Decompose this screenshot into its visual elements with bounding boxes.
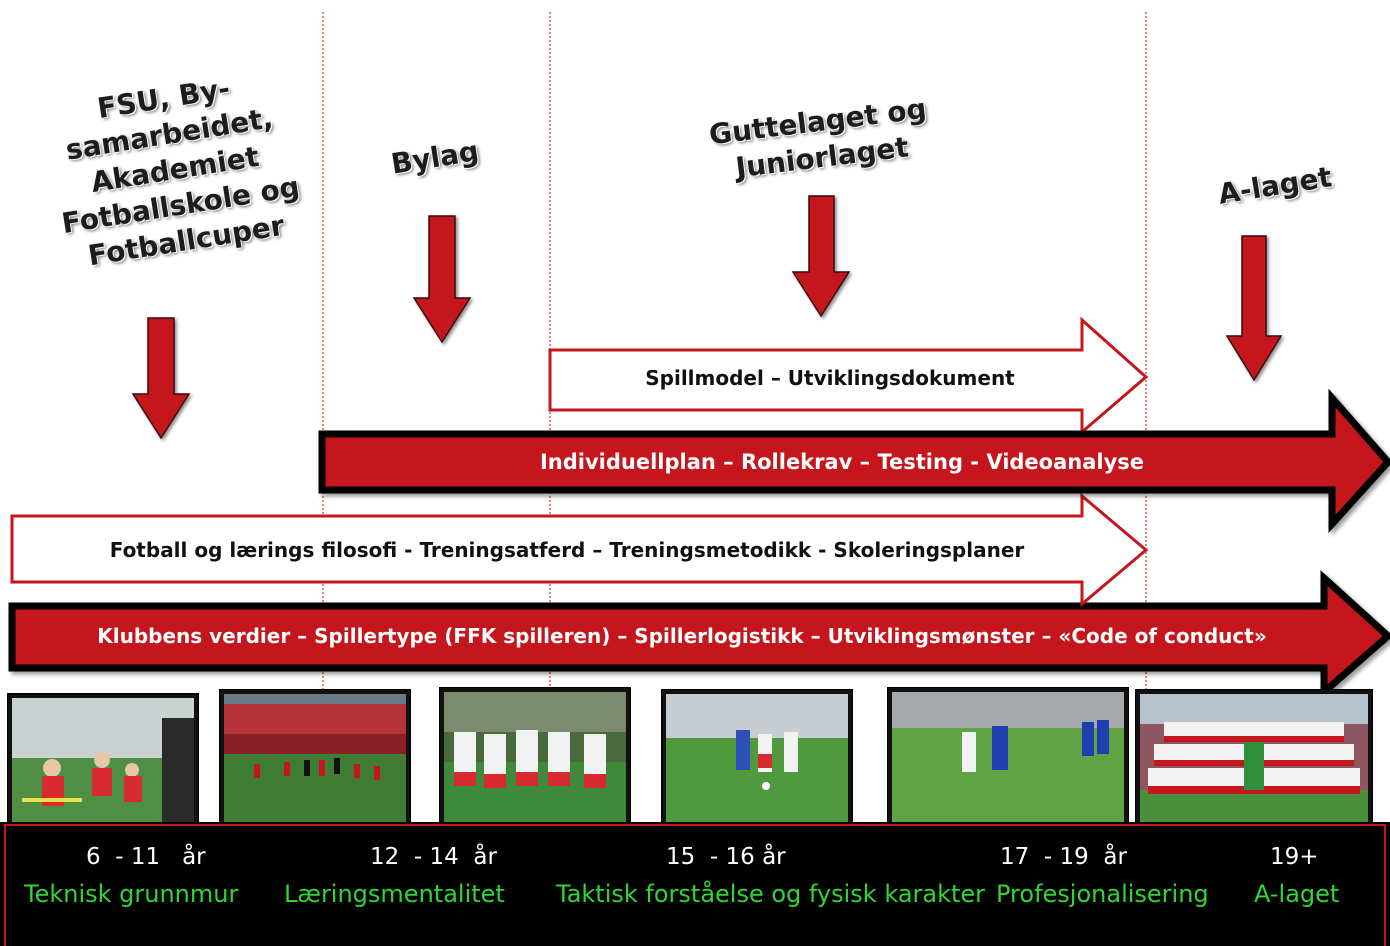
timeline-age: 15 - 16 år — [666, 844, 786, 870]
timeline-age: 19+ — [1270, 844, 1319, 870]
timeline-age: 6 - 11 år — [86, 844, 206, 870]
label-spillmodel: Spillmodel – Utviklingsdokument — [645, 366, 1015, 390]
timeline-focus: A-laget — [1254, 880, 1340, 908]
photo-juniorlaget — [662, 690, 852, 828]
photo-profesjonalisering — [888, 688, 1128, 832]
photo-a-laget — [1136, 690, 1372, 830]
photo-bylag — [220, 690, 410, 826]
arrow-down-icon — [131, 317, 191, 440]
arrow-down-icon — [1225, 235, 1283, 382]
arrow-spillmodel — [548, 316, 1149, 436]
label-verdier: Klubbens verdier – Spillertype (FFK spil… — [97, 624, 1267, 648]
timeline-focus: Læringsmentalitet — [284, 880, 505, 908]
photo-fotballskole — [8, 694, 198, 830]
label-individuell: Individuellplan – Rollekrav – Testing - … — [539, 450, 1145, 474]
arrow-down-icon — [412, 215, 472, 344]
timeline-panel — [0, 822, 1390, 946]
timeline-focus: Taktisk forståelse og fysisk karakter — [556, 880, 986, 908]
photo-guttelaget — [440, 688, 630, 828]
arrow-individuell — [318, 388, 1390, 534]
arrow-filosofi — [10, 492, 1149, 608]
timeline-age: 17 - 19 år — [1000, 844, 1127, 870]
label-filosofi: Fotball og lærings filosofi - Treningsat… — [109, 538, 1025, 562]
arrow-down-icon — [791, 195, 851, 318]
timeline-focus: Teknisk grunnmur — [24, 880, 239, 908]
arrow-verdier — [8, 570, 1390, 700]
timeline-focus: Profesjonalisering — [996, 880, 1209, 908]
timeline-age: 12 - 14 år — [370, 844, 497, 870]
